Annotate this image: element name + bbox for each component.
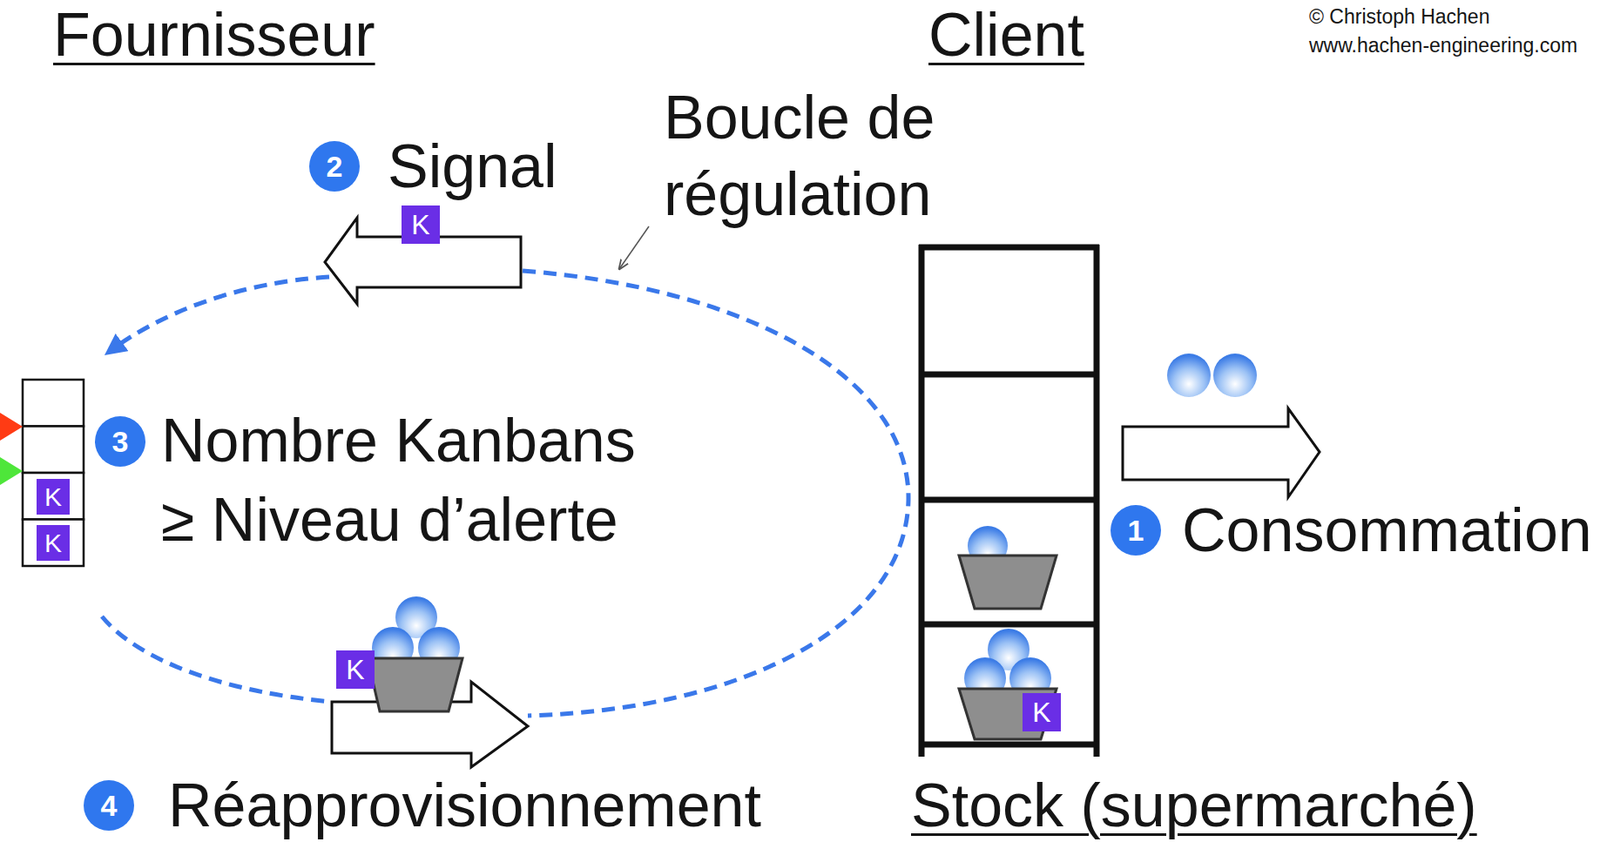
kanban-card: K <box>36 525 70 561</box>
step-label: Nombre Kanbans ≥ Niveau d’alerte <box>161 401 649 561</box>
card-letter: K <box>44 484 62 511</box>
leader-line <box>619 226 649 270</box>
stock-heading: Stock (supermarché) <box>911 770 1521 841</box>
consumption-arrow <box>1122 408 1320 498</box>
alert-level-marker <box>0 457 23 486</box>
kanban-card: K <box>336 650 375 689</box>
card-letter: K <box>411 210 430 239</box>
column-heading: Fournisseur <box>53 0 419 70</box>
callout-number: 4 <box>83 780 135 831</box>
step-label: Consommation <box>1181 495 1600 566</box>
stock-basket <box>958 628 1057 740</box>
kanban-card: K <box>36 479 70 515</box>
consumed-part <box>1167 353 1211 398</box>
website-note: www.hachen-engineering.com <box>1309 32 1600 59</box>
callout-number: 3 <box>94 416 146 467</box>
copyright-note: © Christoph Hachen <box>1309 3 1597 30</box>
regulation-loop <box>101 270 909 716</box>
card-letter: K <box>44 530 62 557</box>
loop-label: Boucle de régulation <box>663 79 1013 233</box>
callout-number: 1 <box>1110 505 1162 556</box>
card-letter: K <box>345 655 365 684</box>
replenishment-basket <box>367 596 463 712</box>
kanban-card: K <box>401 205 440 244</box>
card-letter: K <box>1032 698 1051 727</box>
callout-number: 2 <box>309 141 360 192</box>
stock-basket <box>958 526 1057 609</box>
kanban-board <box>22 379 84 567</box>
shelf <box>918 244 1100 757</box>
kanban-card: K <box>1022 693 1061 732</box>
column-heading: Client <box>928 0 1155 70</box>
red-level-marker <box>0 412 23 441</box>
step-label: Signal <box>387 131 615 202</box>
consumed-part <box>1213 353 1257 398</box>
callout-circles <box>83 141 1162 831</box>
step-label: Réapprovisionnement <box>168 770 796 841</box>
